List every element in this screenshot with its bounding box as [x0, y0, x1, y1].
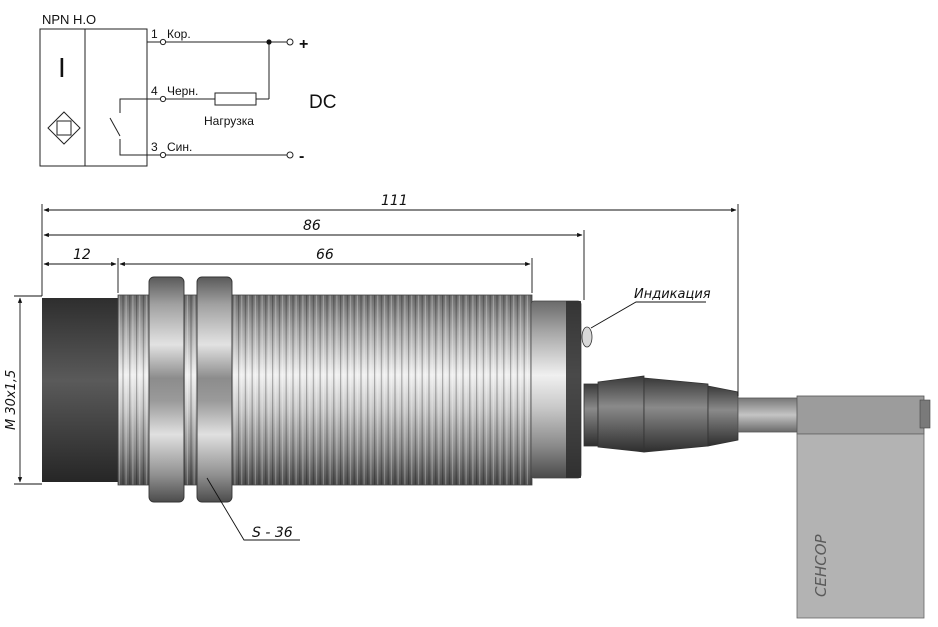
- wiring-schematic: NPN Н.О I 1 Кор. 4 Черн. 3 Син.: [39, 12, 336, 167]
- pin-1-label: Кор.: [167, 27, 191, 41]
- schematic-title: NPN Н.О: [42, 12, 96, 27]
- pin-3-number: 3: [151, 140, 158, 154]
- plus-terminal: [286, 38, 294, 46]
- load-label: Нагрузка: [204, 114, 254, 128]
- indicator-label: Индикация: [634, 287, 711, 302]
- cable-boot: [707, 385, 739, 447]
- cable: [737, 397, 809, 433]
- label-tag: СЕНСОР: [796, 395, 931, 619]
- sensing-face: [42, 298, 120, 482]
- sensor-body: СЕНСОР: [42, 276, 931, 619]
- block-symbol: I: [58, 52, 66, 83]
- dim-body-label: 86: [303, 218, 321, 234]
- nut-size-label: S - 36: [252, 525, 293, 541]
- pin-4-label: Черн.: [167, 84, 198, 98]
- nut-leader: [206, 477, 300, 541]
- gland-base: [583, 383, 599, 447]
- inductive-symbol-icon: [47, 111, 81, 145]
- sensor-block: [39, 28, 148, 167]
- load-resistor-icon: [214, 92, 257, 106]
- minus-label: -: [299, 148, 304, 165]
- cable-gland: [597, 375, 645, 453]
- dim-thread-size-label: M 30х1,5: [4, 370, 19, 430]
- supply-label: DC: [309, 92, 336, 113]
- switch-contact-icon: [109, 98, 163, 156]
- dim-thread-label: 66: [316, 247, 334, 263]
- lock-nut-1: [148, 276, 185, 503]
- lock-nut-2: [196, 276, 233, 503]
- thread-pattern: [118, 295, 532, 485]
- indicator-leader: [590, 301, 706, 329]
- brand-label: СЕНСОР: [812, 533, 830, 597]
- dimension-lines: [14, 204, 739, 541]
- dim-overall-label: 111: [381, 193, 408, 209]
- pin-4-number: 4: [151, 84, 158, 98]
- junction-dot: [266, 39, 272, 45]
- pin-3-label: Син.: [167, 140, 192, 154]
- pin-1-number: 1: [151, 27, 158, 41]
- plus-label: +: [299, 36, 308, 53]
- indicator-led: [581, 326, 593, 348]
- dim-face-label: 12: [73, 247, 91, 263]
- terminal-pins: [147, 38, 167, 159]
- minus-terminal: [286, 151, 294, 159]
